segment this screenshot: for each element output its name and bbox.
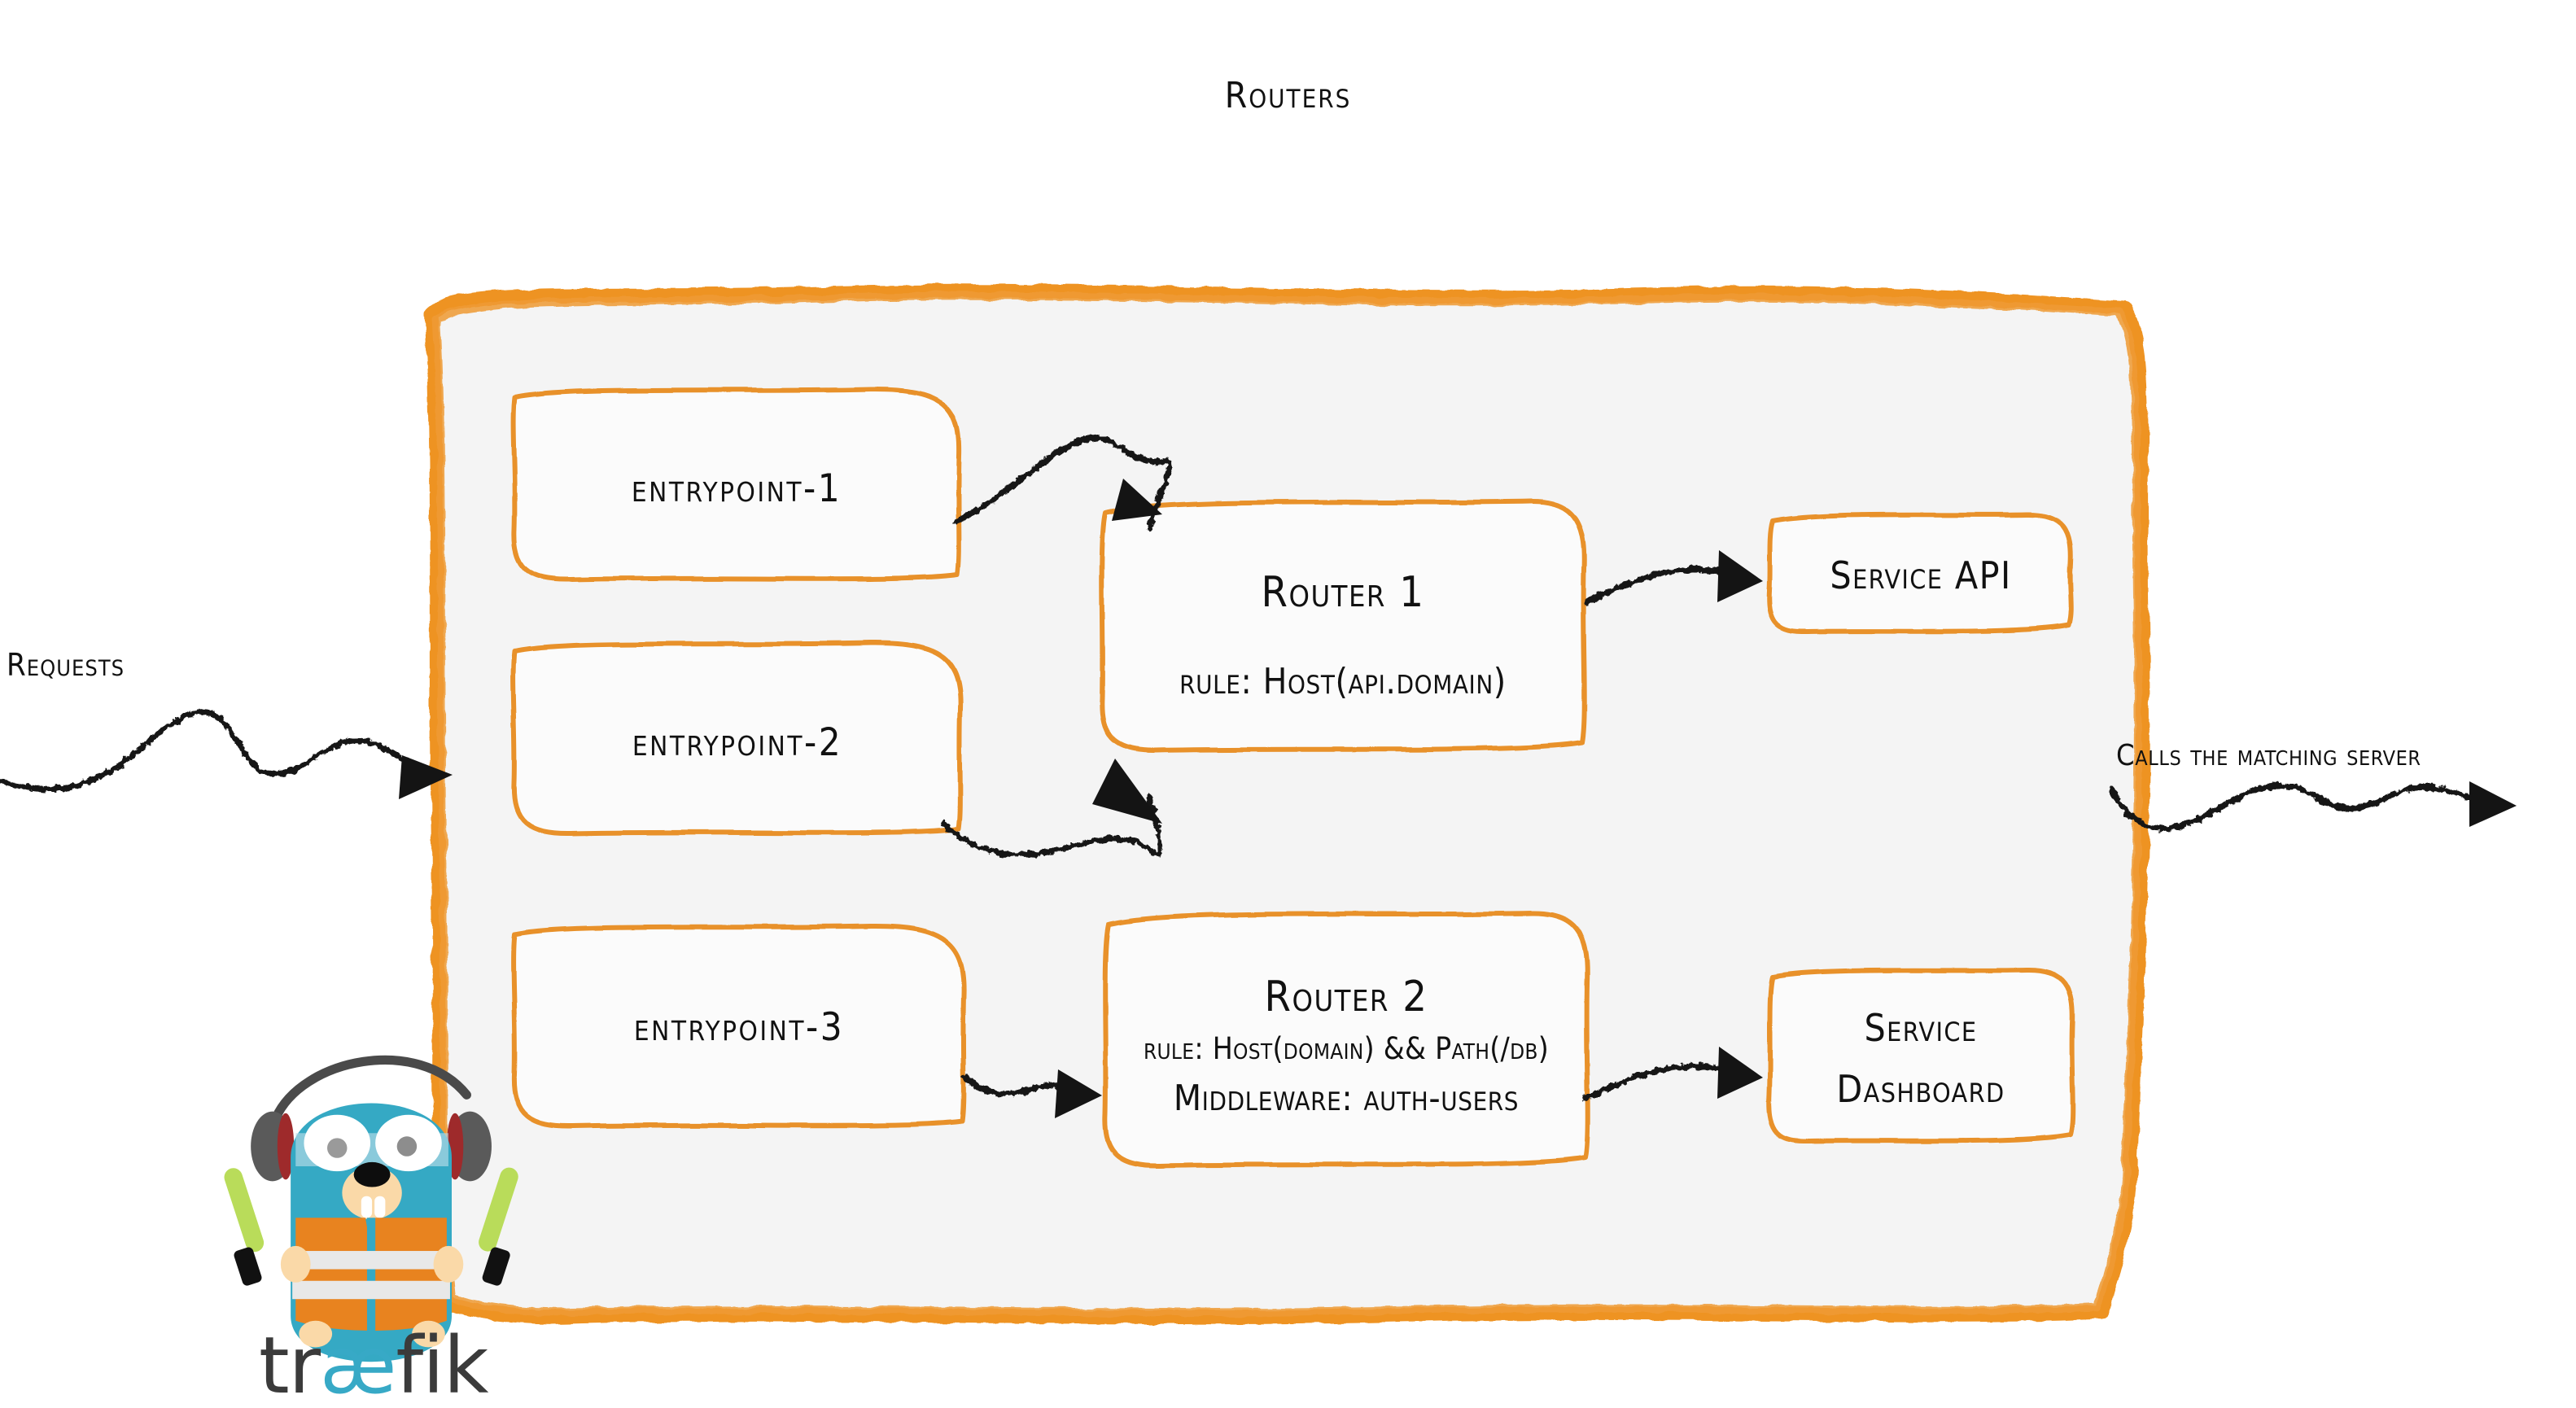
- service-dashboard-label-line1: Service: [1864, 1006, 1978, 1051]
- tooth-left: [361, 1196, 373, 1218]
- arrowhead-ep1-router1: [1112, 479, 1162, 521]
- hand-right: [433, 1245, 464, 1283]
- service-boxes: [1766, 511, 2075, 1144]
- wordmark-prefix: tr: [259, 1320, 321, 1408]
- wordmark-suffix: fik: [396, 1320, 488, 1408]
- headphone-cup-right: [448, 1111, 492, 1182]
- marshalling-wand-left: [224, 1168, 265, 1286]
- router-2-rule: rule: Host(domain) && Path(/db): [1143, 1031, 1550, 1066]
- incoming-label: Requests: [7, 647, 125, 683]
- hand-left: [280, 1245, 311, 1283]
- headphone-cup-left: [251, 1111, 295, 1182]
- arrowhead-requests: [399, 755, 453, 799]
- arrowhead-router1-serviceapi: [1717, 550, 1763, 602]
- eye-left-pupil: [327, 1138, 348, 1158]
- arrowhead-calls: [2469, 781, 2517, 827]
- eye-right-white: [375, 1114, 442, 1172]
- service-api[interactable]: Service API: [1769, 518, 2072, 633]
- marshalling-wand-right: [479, 1167, 518, 1286]
- headphone-band: [271, 1055, 471, 1123]
- router-1[interactable]: Router 1 rule: Host(api.domain): [1102, 521, 1584, 749]
- arrows-layer: [0, 435, 2491, 1102]
- headphone-accent-right: [446, 1113, 464, 1180]
- arrowhead-ep3-router2: [1055, 1069, 1102, 1118]
- router-2-middleware: Middleware: auth-users: [1173, 1078, 1520, 1119]
- arrowhead-ep2-router1: [1092, 759, 1162, 824]
- headphone-accent-left: [277, 1113, 295, 1180]
- entrypoint-1-label[interactable]: entrypoint-1: [631, 466, 842, 511]
- routers-panel: [431, 291, 2143, 1318]
- arrow-ep3-router2: [960, 1073, 1079, 1097]
- eye-right-pupil: [396, 1136, 418, 1157]
- tooth-right: [374, 1196, 386, 1218]
- arrowheads: [399, 479, 2517, 1118]
- arrow-router1-serviceapi: [1584, 566, 1745, 606]
- goggles-strap: [295, 1133, 448, 1166]
- arrow-ep1-router1: [954, 435, 1173, 532]
- router-2-title: Router 2: [1264, 973, 1428, 1021]
- router-2[interactable]: Router 2 rule: Host(domain) && Path(/db)…: [1105, 928, 1587, 1164]
- arrow-ep2-router1: [941, 794, 1163, 858]
- nose: [353, 1161, 391, 1187]
- vest-stripe-upper: [292, 1251, 450, 1270]
- arrowhead-router2-servicedashboard: [1717, 1047, 1763, 1099]
- traefik-wordmark: træfik: [259, 1327, 488, 1405]
- routers-panel-border: [424, 284, 2150, 1325]
- entrypoint-boxes: [510, 386, 967, 1130]
- muzzle: [342, 1166, 402, 1220]
- service-dashboard-label-line2: Dashboard: [1836, 1067, 2005, 1111]
- router-boxes: [1099, 498, 1590, 1169]
- wordmark-ae-ligature: æ: [320, 1320, 396, 1408]
- arrow-calls: [2108, 782, 2491, 831]
- entrypoint-3-label[interactable]: entrypoint-3: [633, 1004, 845, 1050]
- router-1-title: Router 1: [1261, 567, 1425, 617]
- service-api-label: Service API: [1830, 553, 2012, 597]
- arrow-router2-servicedashboard: [1582, 1063, 1745, 1102]
- vest-center-gap: [366, 1218, 376, 1331]
- entrypoint-2-label[interactable]: entrypoint-2: [632, 719, 843, 765]
- service-dashboard[interactable]: Service Dashboard: [1769, 973, 2072, 1144]
- eye-left-white: [304, 1114, 371, 1172]
- router-1-rule: rule: Host(api.domain): [1179, 660, 1507, 702]
- page-title: Routers: [1224, 75, 1352, 116]
- outgoing-label: Calls the matching server: [2116, 739, 2421, 772]
- vest-stripe-lower: [292, 1280, 450, 1300]
- safety-vest: [295, 1218, 447, 1331]
- arrow-requests: [0, 709, 423, 793]
